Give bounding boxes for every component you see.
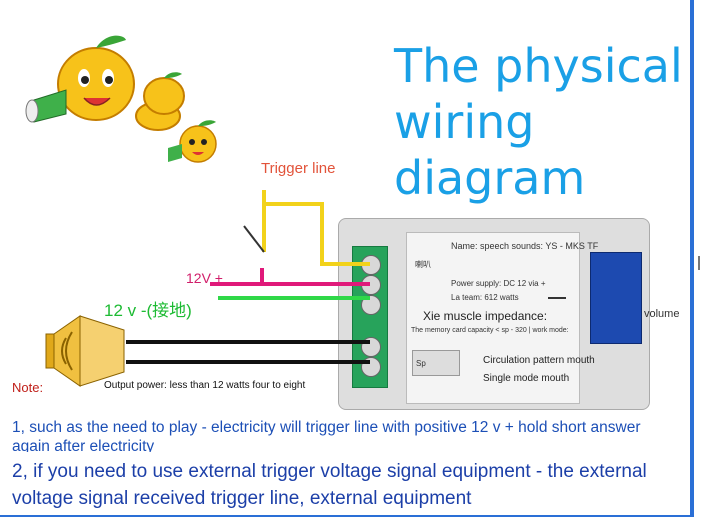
card-single: Single mode mouth (483, 373, 570, 384)
trigger-wire (262, 190, 370, 266)
page-title: The physical wiring diagram (394, 39, 683, 205)
note-label: Note: (12, 380, 44, 395)
card-impedance: Xie muscle impedance: (423, 309, 548, 323)
page-frame (0, 0, 694, 517)
note-1: 1, such as the need to play - electricit… (12, 419, 641, 452)
card-team: La team: 612 watts (451, 293, 519, 302)
positive-12v-label: 12V + (186, 270, 223, 286)
switch-icon (243, 225, 265, 253)
card-chip: 喇叭 (415, 260, 431, 269)
edge-tick (698, 256, 700, 270)
mascot-small-fruit-icon (168, 120, 217, 163)
card-loop: Circulation pattern mouth (483, 355, 595, 366)
note-2: 2, if you need to use external trigger v… (12, 461, 647, 509)
positive-wire (260, 268, 370, 286)
volume-label: volume (644, 308, 680, 320)
card-power: Power supply: DC 12 via + (451, 279, 546, 288)
output-power-label: Output power: less than 12 watts four to… (104, 380, 306, 391)
speaker-icon (45, 315, 125, 387)
tf-module (590, 252, 642, 344)
trigger-line-label: Trigger line (261, 160, 336, 177)
ground-12v-label: 12 v -(接地) (104, 301, 192, 320)
mascot-fruit-icon (25, 35, 185, 131)
card-capacity: The memory card capacity < sp - 320 | wo… (411, 327, 569, 334)
sp-connector: Sp (412, 350, 460, 376)
sp-label: Sp (416, 359, 426, 368)
card-name: Name: speech sounds: YS - MKS TF (451, 241, 599, 251)
